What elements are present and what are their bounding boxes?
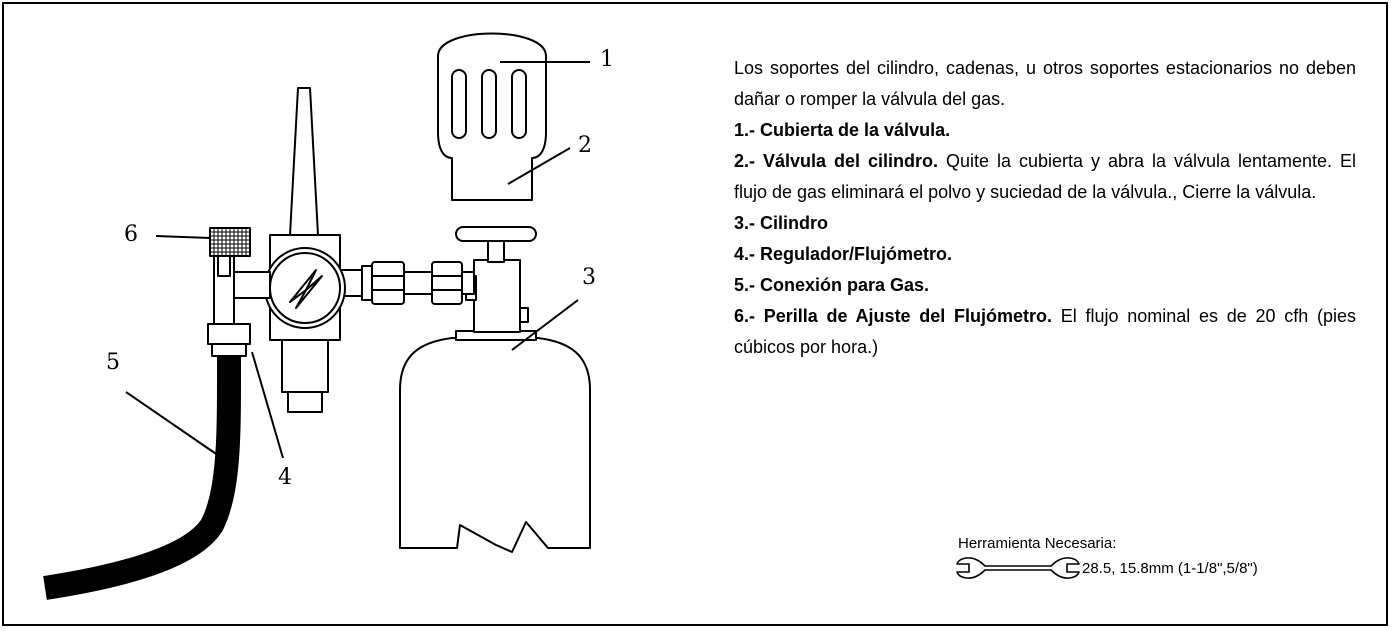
tool-title: Herramienta Necesaria: <box>958 535 1117 552</box>
tool-spec: 28.5, 15.8mm (1-1/8",5/8") <box>1082 560 1258 577</box>
item-6-text: El flujo nominal es de 20 cfh (pies cúbi… <box>734 306 1356 357</box>
item-6-label: 6.- Perilla de Ajuste del Flujómetro. <box>734 306 1053 326</box>
gas-cylinder-diagram <box>43 32 591 600</box>
callout-5: 5 <box>106 350 120 375</box>
item-4-label: 4.- Regulador/Flujómetro. <box>734 244 953 264</box>
gas-hose-illustration <box>43 355 242 600</box>
callout-4: 4 <box>278 465 292 490</box>
item-3-label: 3.- Cilindro <box>734 213 828 233</box>
item-2-text: Quite la cubierta y abra la válvula lent… <box>734 151 1356 202</box>
knob-knurl <box>210 228 250 256</box>
wrench-icon <box>956 557 1080 579</box>
instructions-text: Los soportes del cilindro, cadenas, u ot… <box>734 53 1356 363</box>
cylinder-illustration <box>399 330 591 553</box>
item-1-label: 1.- Cubierta de la válvula. <box>734 120 951 140</box>
valve-cover-illustration <box>437 32 547 201</box>
item-4: 4.- Regulador/Flujómetro. <box>734 239 1356 270</box>
callout-3: 3 <box>582 265 596 290</box>
callout-2: 2 <box>578 133 592 158</box>
item-2-label: 2.- Válvula del cilindro. <box>734 151 938 171</box>
item-5-label: 5.- Conexión para Gas. <box>734 275 930 295</box>
callout-6: 6 <box>124 222 138 247</box>
item-5: 5.- Conexión para Gas. <box>734 270 1356 301</box>
item-2: 2.- Válvula del cilindro. Quite la cubie… <box>734 146 1356 208</box>
item-3: 3.- Cilindro <box>734 208 1356 239</box>
intro-paragraph: Los soportes del cilindro, cadenas, u ot… <box>734 58 1356 109</box>
connection-fittings <box>339 261 475 305</box>
regulator-illustration <box>225 87 346 413</box>
leader-lines <box>125 61 590 459</box>
item-1: 1.- Cubierta de la válvula. <box>734 115 1356 146</box>
callout-1: 1 <box>600 47 614 72</box>
item-6: 6.- Perilla de Ajuste del Flujómetro. El… <box>734 301 1356 363</box>
